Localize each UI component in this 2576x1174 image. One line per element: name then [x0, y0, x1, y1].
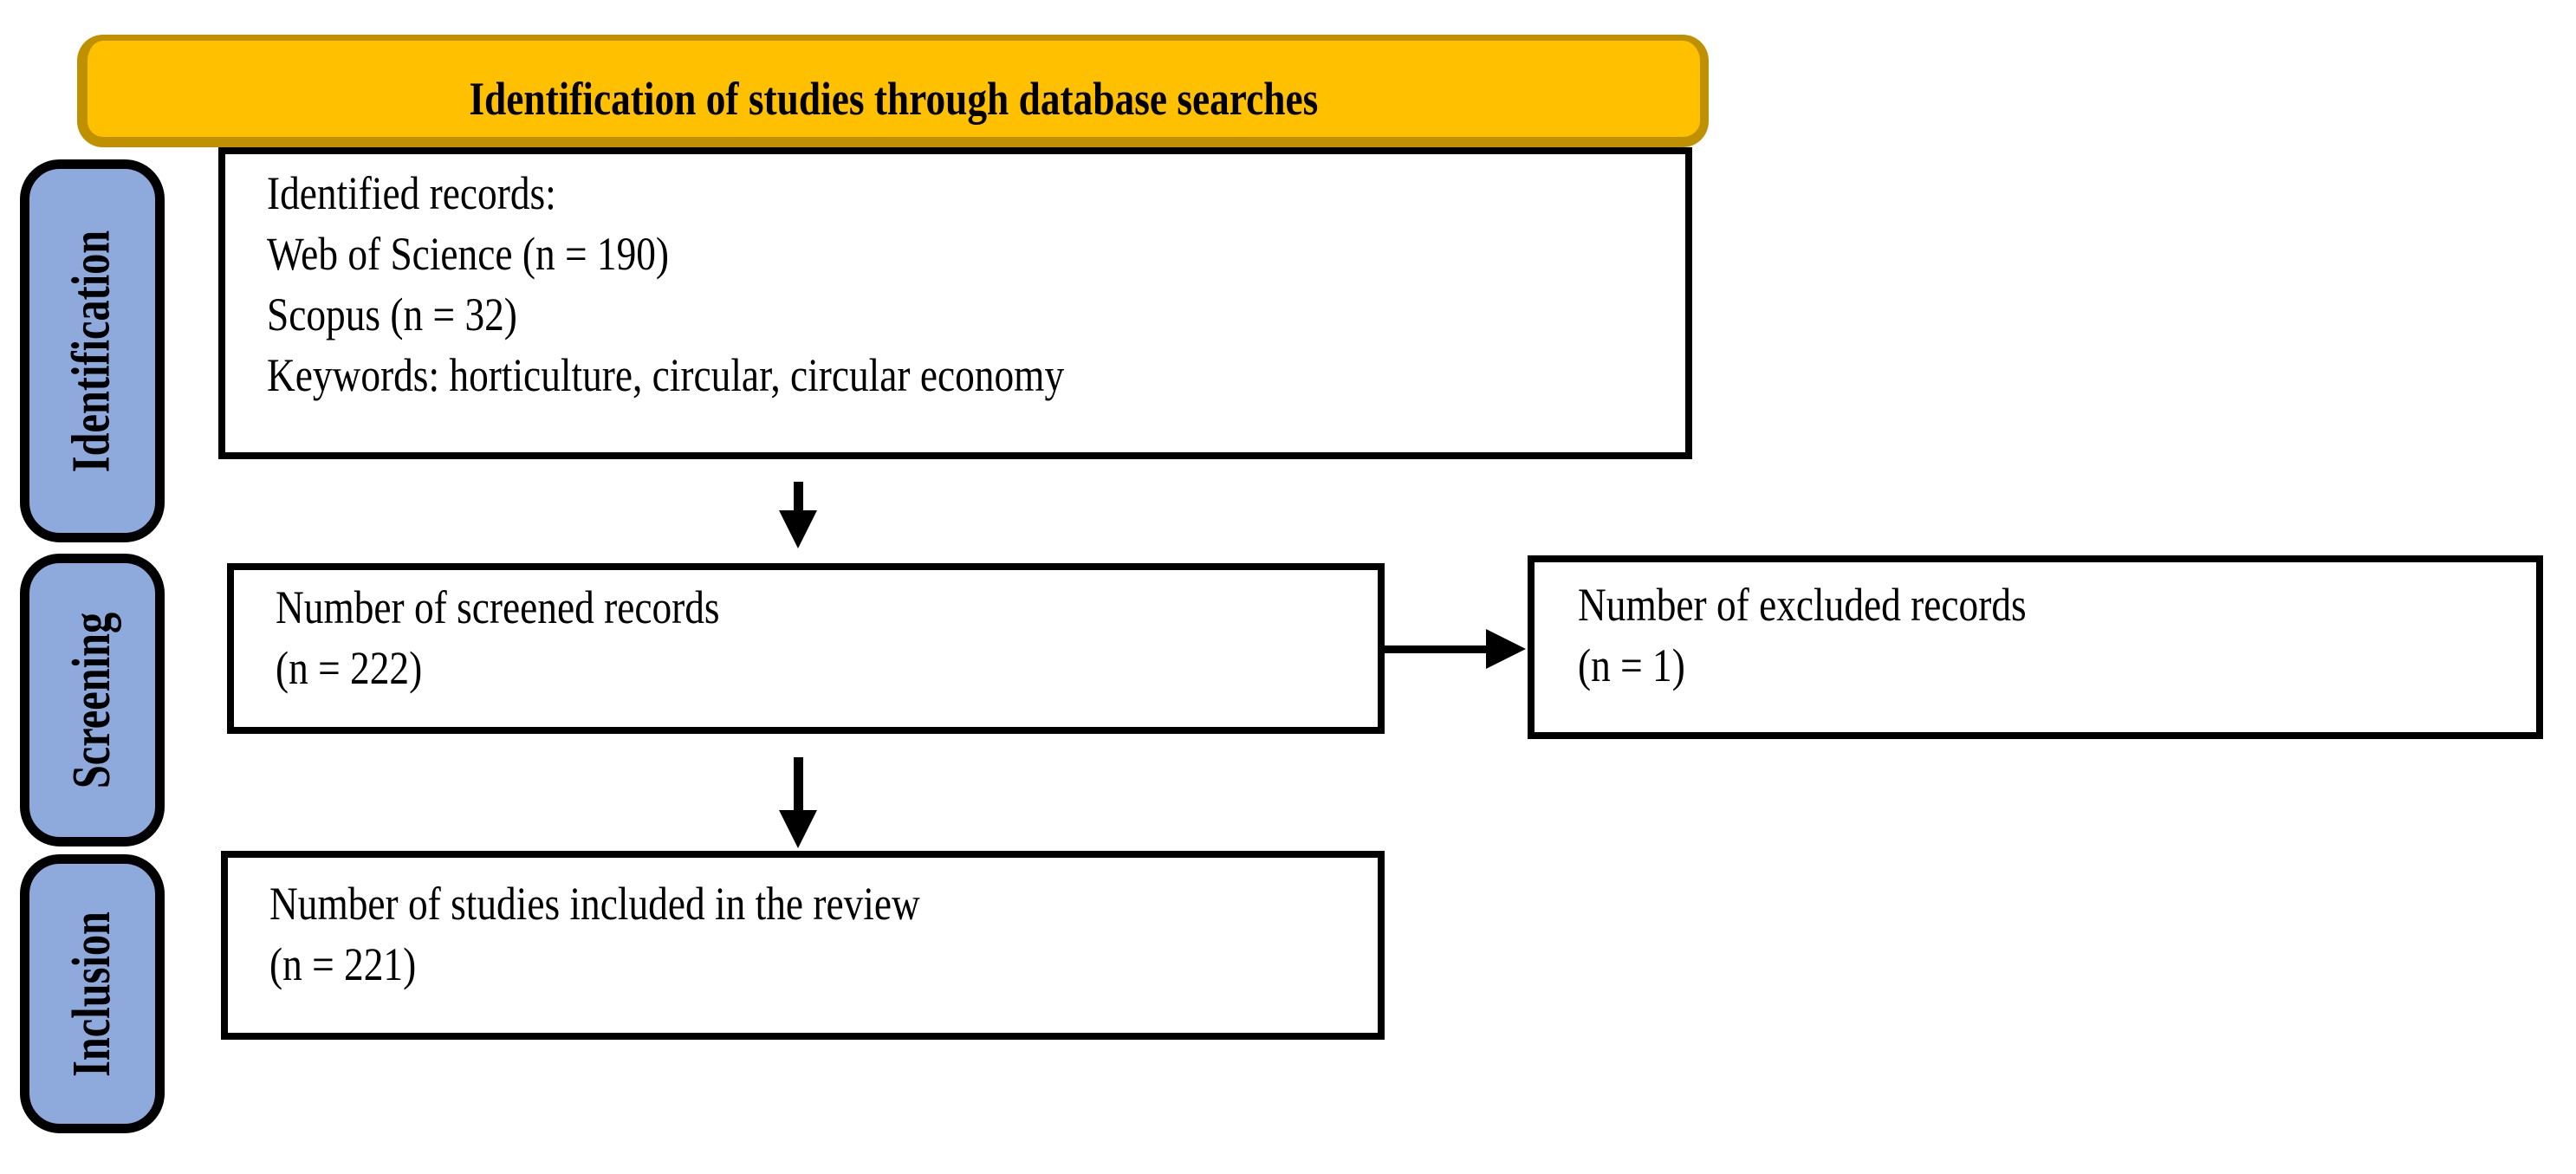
- arrow-stem: [1385, 645, 1486, 653]
- box-line: Identified records:: [267, 167, 556, 219]
- header-banner: Identification of studies through databa…: [77, 35, 1709, 147]
- box-line: (n = 1): [1578, 639, 1685, 691]
- box-line: (n = 221): [269, 938, 417, 990]
- arrow-stem: [793, 482, 803, 510]
- arrow-head: [779, 810, 817, 848]
- box-line: Number of studies included in the review: [269, 878, 920, 930]
- arrow-right-icon: [1385, 629, 1526, 669]
- identified-records-text: Identified records: Web of Science (n = …: [267, 163, 1437, 405]
- arrow-down-icon: [779, 757, 817, 848]
- excluded-records-text: Number of excluded records (n = 1): [1578, 574, 2361, 696]
- stage-inclusion: Inclusion: [20, 854, 165, 1133]
- box-line: (n = 222): [276, 642, 423, 694]
- stage-screening-label: Screening: [62, 612, 121, 788]
- included-studies-box: Number of studies included in the review…: [221, 851, 1385, 1040]
- stage-inclusion-label: Inclusion: [62, 911, 122, 1077]
- arrow-head: [779, 510, 817, 548]
- screened-records-box: Number of screened records (n = 222): [227, 563, 1385, 734]
- arrow-down-icon: [779, 482, 817, 548]
- box-line: Web of Science (n = 190): [267, 228, 670, 280]
- identified-records-box: Identified records: Web of Science (n = …: [218, 147, 1692, 459]
- box-line: Number of excluded records: [1578, 579, 2027, 631]
- included-studies-text: Number of studies included in the review…: [269, 873, 1178, 995]
- box-line: Number of screened records: [276, 581, 720, 633]
- arrow-stem: [793, 757, 803, 810]
- stage-screening: Screening: [20, 554, 165, 846]
- arrow-head: [1486, 629, 1526, 669]
- stage-identification: Identification: [20, 159, 165, 542]
- stage-identification-label: Identification: [62, 230, 122, 472]
- box-line: Scopus (n = 32): [267, 289, 517, 341]
- screened-records-text: Number of screened records (n = 222): [276, 577, 1179, 698]
- box-line: Keywords: horticulture, circular, circul…: [267, 349, 1065, 401]
- excluded-records-box: Number of excluded records (n = 1): [1528, 555, 2543, 739]
- header-title: Identification of studies through databa…: [469, 72, 1319, 125]
